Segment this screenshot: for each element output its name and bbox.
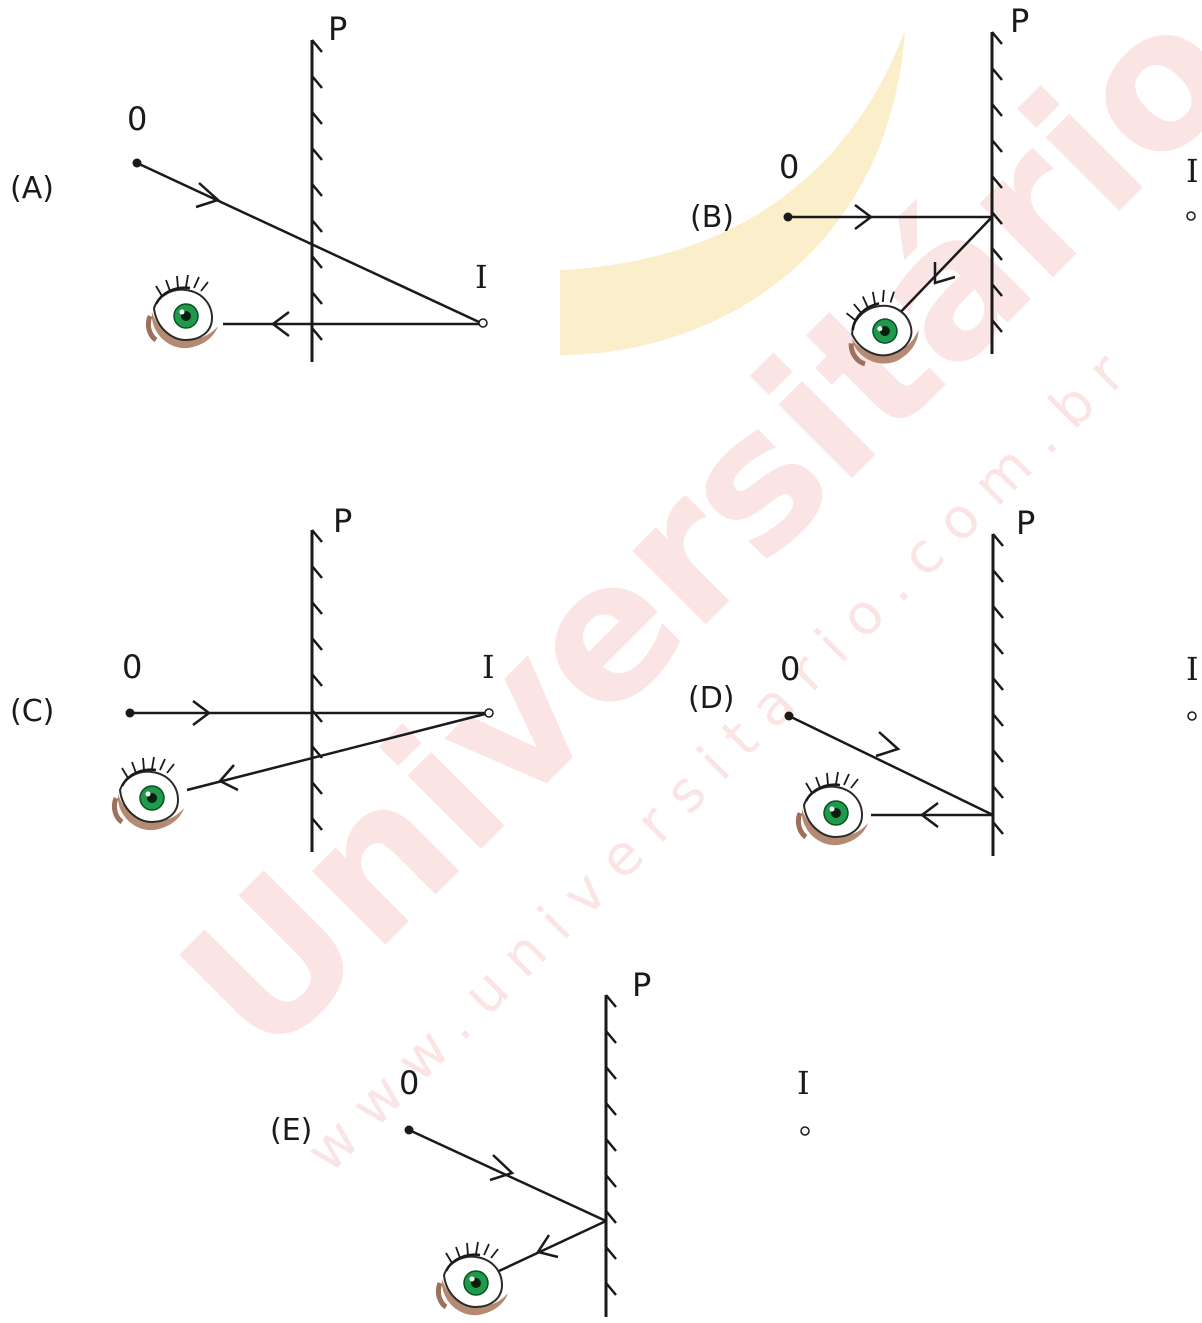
image-label: I — [797, 1064, 810, 1102]
arrow-icon — [854, 204, 874, 230]
arrow-icon — [933, 262, 956, 285]
plane-mirror-icon — [991, 533, 1004, 856]
arrow-icon — [195, 182, 221, 209]
image-point — [800, 1126, 810, 1136]
plane-mirror-icon — [990, 31, 1003, 354]
object-label: 0 — [122, 648, 142, 686]
option-label: (A) — [10, 171, 54, 206]
mirror-label: P — [632, 966, 651, 1004]
arrow-icon — [919, 802, 939, 828]
arrow-icon — [217, 764, 239, 792]
mirror-label: P — [1016, 504, 1035, 542]
option-label: (E) — [270, 1113, 312, 1148]
option-a: (A) P 0 I — [10, 10, 488, 362]
incident-ray — [136, 161, 480, 324]
watermark-brand: Universitário — [141, 0, 1202, 1097]
image-label: I — [475, 258, 488, 296]
option-label: (B) — [690, 200, 734, 235]
image-label: I — [482, 648, 495, 686]
mirror-label: P — [333, 502, 352, 540]
object-label: 0 — [780, 650, 800, 688]
arrow-icon — [270, 311, 290, 337]
image-point — [478, 318, 488, 328]
arrow-icon — [489, 1154, 515, 1182]
reflected-ray — [498, 1219, 607, 1273]
arrow-icon — [875, 731, 901, 758]
mirror-label: P — [1010, 2, 1029, 40]
option-d: (D) P 0 I — [688, 504, 1199, 856]
reflected-ray — [186, 712, 486, 792]
reflected-ray — [892, 216, 993, 321]
object-label: 0 — [127, 100, 147, 138]
object-label: 0 — [779, 148, 799, 186]
option-e: (E) P 0 I — [270, 966, 810, 1317]
option-label: (D) — [688, 681, 735, 716]
watermark-arc — [560, 30, 905, 355]
image-label: I — [1186, 152, 1199, 190]
eye-icon — [148, 275, 218, 348]
plane-mirror-icon — [310, 39, 323, 362]
incident-ray — [788, 714, 994, 817]
eye-icon — [114, 757, 184, 830]
option-label: (C) — [10, 694, 54, 729]
plane-mirror-icon — [310, 529, 323, 852]
watermark: Universitário www.universitario.com.br — [141, 0, 1202, 1185]
image-point — [1186, 211, 1196, 221]
object-label: 0 — [399, 1064, 419, 1102]
image-point — [484, 708, 494, 718]
eye-icon — [438, 1242, 508, 1315]
image-label: I — [1186, 650, 1199, 688]
image-point — [1187, 711, 1197, 721]
option-c: (C) P 0 I — [10, 502, 495, 852]
eye-icon — [798, 772, 868, 845]
arrow-icon — [192, 700, 212, 726]
option-b: (B) P 0 I — [690, 2, 1199, 374]
arrow-icon — [536, 1234, 559, 1259]
mirror-label: P — [328, 10, 347, 48]
plane-mirror-icon — [604, 994, 617, 1317]
